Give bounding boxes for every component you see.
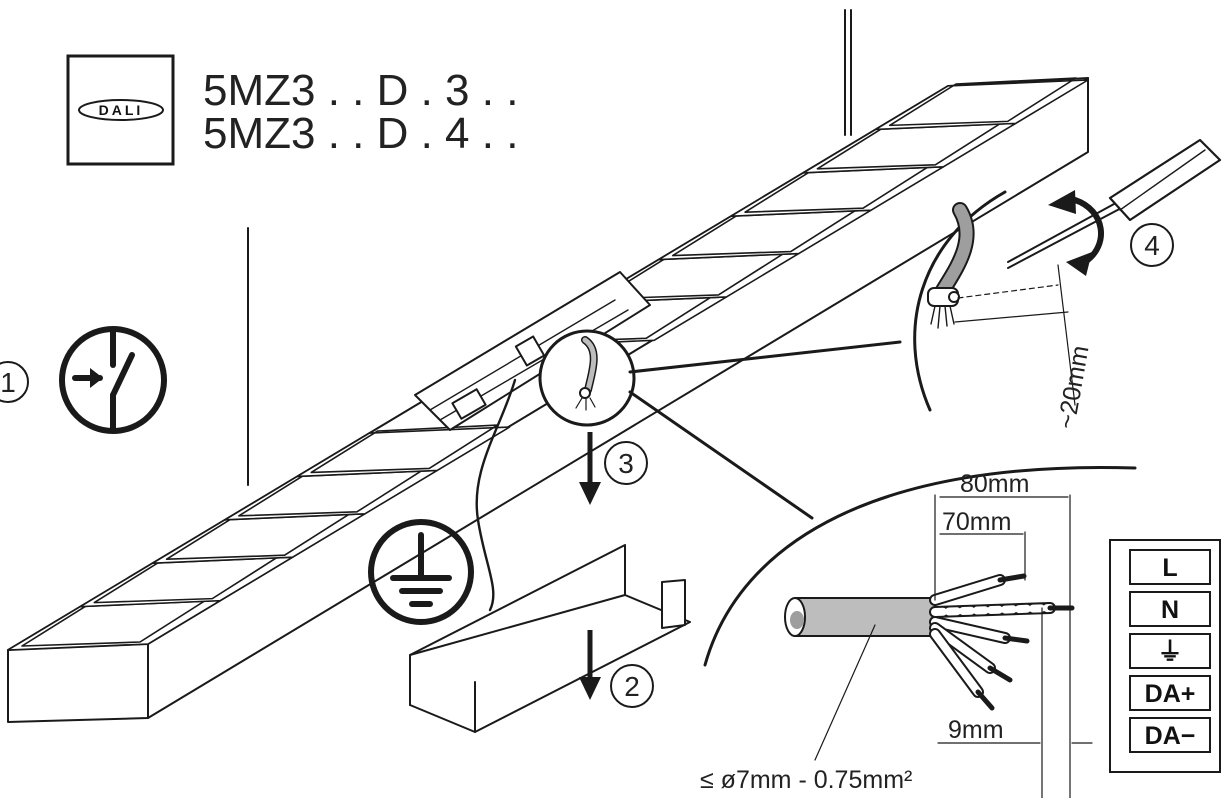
- terminal-cell: [1129, 591, 1211, 627]
- step-number: 1: [0, 367, 16, 398]
- leader-line: [628, 390, 814, 520]
- terminal-label: DA−: [1145, 722, 1196, 750]
- terminal-block: [514, 335, 546, 367]
- sheath-length-80-label: 80mm: [960, 470, 1029, 498]
- terminal-strip: LN ⏚ DA+ DA−: [1109, 539, 1221, 773]
- step-1-marker: 1: [0, 361, 29, 403]
- terminal-label: L: [1162, 554, 1177, 582]
- stripped-cable: [784, 573, 1075, 711]
- down-arrow-icon: [579, 630, 601, 700]
- diffuser-cover: [409, 544, 691, 733]
- terminal-cell: [1129, 549, 1211, 585]
- down-arrow-icon: [579, 432, 601, 505]
- strip-length-9-label: 9mm: [948, 716, 1004, 744]
- earth-ground-icon: [368, 519, 474, 625]
- terminal-cell: [1129, 675, 1211, 711]
- louvre-cell-inner: [888, 77, 1077, 127]
- leader-line: [628, 340, 902, 374]
- mains-cable: [475, 378, 517, 612]
- step-number: 3: [618, 448, 634, 479]
- dali-logo-text: DALI: [99, 102, 144, 118]
- terminal-label: ⏚: [1157, 638, 1182, 666]
- model-number: 5MZ3 . . D . 4 . .: [203, 109, 518, 158]
- step-4-marker: 4: [1130, 223, 1174, 267]
- cable-spec-label: ≤ ø7mm - 0.75mm²: [700, 766, 912, 794]
- zoom-arc-clamp: [913, 190, 1007, 412]
- step-number: 4: [1144, 230, 1160, 261]
- louvre-cell: [296, 426, 511, 478]
- terminal-label: DA+: [1145, 680, 1196, 708]
- terminal-cell: [1129, 717, 1211, 753]
- step-number: 2: [624, 671, 640, 702]
- zoom-arc-cable: [703, 465, 1137, 667]
- model-number: 5MZ3 . . D . 3 . .: [203, 66, 518, 115]
- sheath-length-70-label: 70mm: [942, 508, 1011, 536]
- screwdriver-icon: [1007, 138, 1222, 269]
- strip-length-label: ~20mm: [1052, 343, 1094, 431]
- terminal-label: N: [1161, 596, 1179, 624]
- driver-box: [451, 388, 487, 420]
- dali-logo-icon: DALI: [66, 54, 175, 166]
- power-switch-off-icon: [59, 326, 167, 434]
- rotate-arrow-icon: [1072, 197, 1104, 265]
- louvre-cell: [874, 79, 1089, 131]
- step-3-marker: 3: [604, 441, 648, 485]
- terminal-cell: [1129, 633, 1211, 669]
- dimension-lines: [814, 494, 1093, 798]
- step-2-marker: 2: [610, 664, 654, 708]
